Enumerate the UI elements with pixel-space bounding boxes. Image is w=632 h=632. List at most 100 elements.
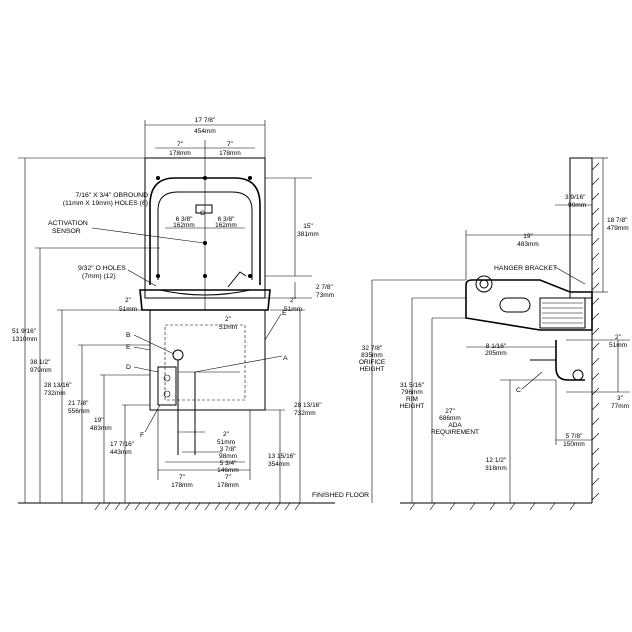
h13-mm: 354mm [268, 461, 290, 468]
label-e-right: E [282, 310, 287, 317]
three78-in: 3 7/8" [220, 446, 237, 453]
h19-in: 19" [94, 417, 104, 424]
side-dims [371, 157, 630, 503]
h17-in: 17 7/16" [110, 441, 135, 448]
h13-in: 13 15/16" [268, 453, 296, 460]
h17-mm: 443mm [110, 449, 132, 456]
front-view: 17 7/8" 454mm 7" 178mm 7" 178mm 7/16" X … [12, 117, 369, 511]
hanger-leader [554, 266, 586, 285]
spacing-l-mm: 178mm [169, 150, 191, 157]
h38-in: 38 1/2" [30, 359, 51, 366]
spacing-r-in: 7" [227, 141, 234, 148]
total-h-in: 51 9/16" [12, 328, 37, 335]
orifice-mm: 835mm [361, 352, 383, 359]
front-width-dims [144, 120, 266, 480]
three-mm: 77mm [611, 403, 629, 410]
bot-l-mm: 178mm [171, 482, 193, 489]
side-label-c: C [516, 387, 521, 394]
ada-in: 27" [445, 408, 455, 415]
label-d: D [126, 364, 131, 371]
activation-label-1: ACTIVATION [48, 220, 88, 227]
two-b-in: 2" [223, 431, 230, 438]
h38-mm: 979mm [30, 367, 52, 374]
ada-label: ADA [448, 422, 462, 429]
bracket-h-in: 2 7/8" [316, 284, 333, 291]
label-c: C [200, 210, 205, 217]
bot-r-in: 7" [225, 474, 232, 481]
obround-label-1: 7/16" X 3/4" OBROUND [76, 192, 149, 199]
obround-hole [248, 274, 252, 278]
sensor-l-mm: 162mm [173, 222, 195, 229]
bubbler [227, 271, 247, 288]
two-mm: 51mm [609, 342, 627, 349]
obround-hole [156, 176, 160, 180]
five34-mm: 146mm [217, 467, 239, 474]
leader-a [194, 355, 283, 373]
top-width-mm: 454mm [194, 128, 216, 135]
obround-label-2: (11mm X 19mm) HOLES (6) [63, 200, 148, 207]
two-r-in: 2" [290, 297, 297, 304]
activation-label-2: SENSOR [52, 228, 81, 235]
label-a: A [283, 355, 288, 362]
grille-lines [542, 302, 583, 324]
two-b-mm: 51mm [217, 439, 235, 446]
ada-mm: 686mm [439, 415, 461, 422]
h28l-mm: 732mm [44, 390, 66, 397]
finished-floor-label: FINISHED FLOOR [312, 492, 369, 499]
d187-in: 18 7/8" [607, 217, 628, 224]
h28l-in: 28 13/16" [44, 382, 72, 389]
two-c-mm: 51mm [219, 324, 237, 331]
twelve-mm: 318mm [485, 465, 507, 472]
d19-in: 19" [523, 233, 533, 240]
orifice-label-2: HEIGHT [360, 366, 385, 373]
d19-mm: 483mm [517, 241, 539, 248]
side-unit-body [465, 279, 593, 331]
rim-label: RIM [406, 396, 418, 403]
twelve-in: 12 1/2" [486, 457, 507, 464]
h19-mm: 483mm [90, 425, 112, 432]
bubbler-knob [475, 275, 493, 293]
d81-mm: 205mm [485, 350, 507, 357]
activation-leader [91, 227, 205, 244]
top-width-in: 17 7/8" [195, 117, 216, 124]
leader-f [144, 404, 161, 433]
side-basin [499, 297, 531, 313]
ada-label-2: REQUIREMENT [431, 429, 479, 436]
valve-b [172, 349, 184, 361]
leader-e-right [264, 313, 282, 341]
bot-r-mm: 178mm [217, 482, 239, 489]
two-c-in: 2" [225, 316, 232, 323]
label-f: F [140, 432, 144, 439]
front-height-dims [18, 157, 312, 503]
two-in: 2" [615, 334, 622, 341]
outlet-top [163, 374, 171, 382]
bubbler-knob-inner [479, 279, 489, 289]
sensor-l-in: 6 3/8" [176, 216, 193, 223]
top-h-mm: 381mm [297, 231, 319, 238]
holes-label-2: (7mm) (12) [82, 273, 116, 280]
holes-label-1: 9/32" O HOLES [78, 265, 126, 272]
five78-in: 5 7/8" [566, 433, 583, 440]
sensor-r-in: 6 3/8" [218, 216, 235, 223]
side-grille [539, 297, 586, 329]
rim-label-2: HEIGHT [400, 403, 425, 410]
spacing-r-mm: 178mm [219, 150, 241, 157]
lower-cabinet [149, 309, 266, 411]
five34-in: 5 3/4" [220, 460, 237, 467]
two-l-mm: 51mm [119, 306, 137, 313]
h28r-mm: 732mm [294, 410, 316, 417]
chiller-outline [164, 324, 246, 401]
outlet-bottom [163, 390, 171, 398]
filler-head [195, 204, 213, 214]
two-r-mm: 51mm [284, 306, 302, 313]
three-in: 3" [617, 395, 624, 402]
orifice-in: 32 7/8" [362, 345, 383, 352]
side-view: 3 9/16" 90mm 18 7/8" 479mm 19" 483mm HAN… [359, 157, 630, 511]
side-back-panel [569, 157, 593, 299]
receptacle-d [157, 366, 177, 406]
d81-in: 8 1/16" [486, 343, 507, 350]
total-h-mm: 1310mm [12, 336, 37, 343]
orifice-label: ORIFICE [359, 359, 386, 366]
wall-hatch [591, 162, 600, 501]
d39-mm: 90mm [568, 202, 586, 209]
